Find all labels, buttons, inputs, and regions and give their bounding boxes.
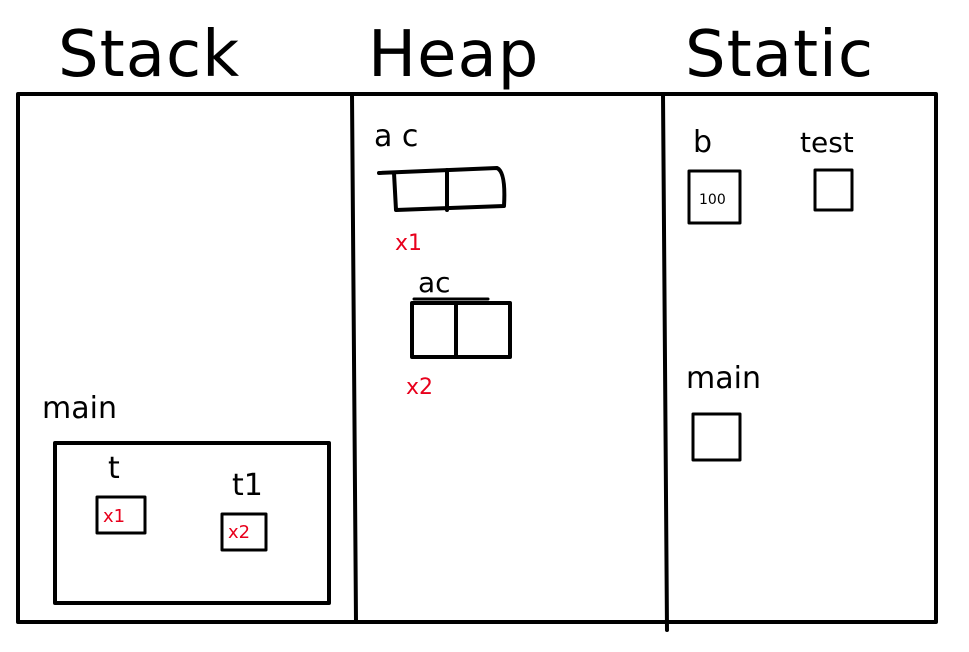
heap-obj1-box <box>377 166 507 212</box>
heap-static-divider <box>661 92 669 632</box>
heap-obj1-address: x1 <box>395 231 422 256</box>
stack-header: Stack <box>58 18 240 92</box>
var-t1-box <box>220 512 268 552</box>
static-b-box <box>687 169 742 225</box>
memory-frame <box>16 92 938 624</box>
static-test-box <box>813 168 854 212</box>
static-test-label: test <box>800 126 854 159</box>
heap-obj2-fields: ac <box>418 266 451 299</box>
stack-frame-label: main <box>42 391 117 426</box>
var-t-label: t <box>108 451 120 486</box>
static-b-label: b <box>693 125 712 160</box>
static-main-box <box>691 412 742 462</box>
heap-obj1-fields: a c <box>374 119 418 154</box>
var-t1-address: x2 <box>228 522 250 543</box>
main-stack-frame <box>53 441 331 605</box>
stack-heap-divider <box>350 92 358 624</box>
heap-obj2-box <box>410 301 512 359</box>
heap-obj2-address: x2 <box>406 375 433 400</box>
var-t-address: x1 <box>103 506 125 527</box>
static-b-value: 100 <box>699 192 726 208</box>
static-header: Static <box>685 18 874 92</box>
static-main-label: main <box>686 361 761 396</box>
var-t-box <box>95 495 147 535</box>
heap-header: Heap <box>368 18 539 92</box>
var-t1-label: t1 <box>232 468 263 503</box>
